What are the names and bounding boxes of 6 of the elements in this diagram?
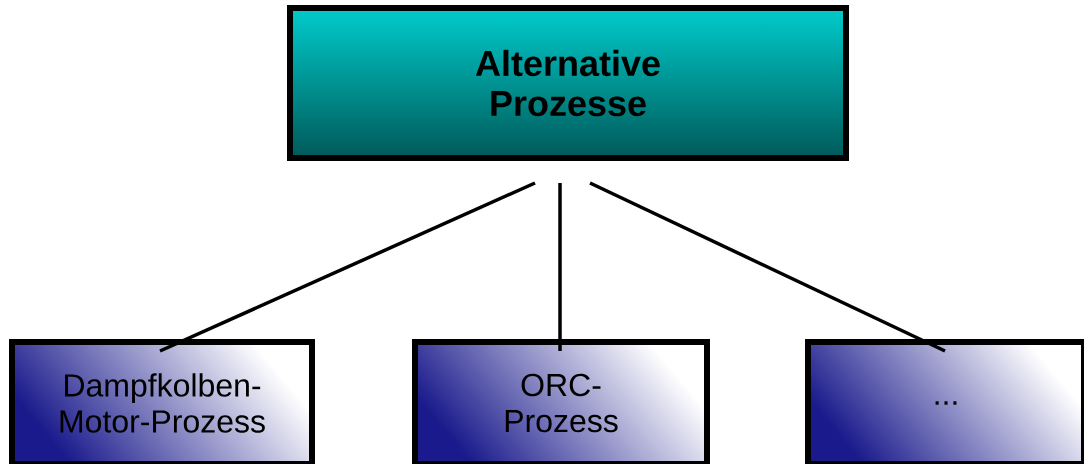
process-box: Dampfkolben-Motor-Prozess: [9, 339, 315, 464]
connector-line: [589, 181, 946, 353]
process-box: ORC-Prozess: [412, 339, 710, 464]
title-box: Alternative Prozesse: [287, 5, 849, 161]
connector-line: [558, 183, 562, 351]
process-box: ...: [805, 339, 1084, 464]
